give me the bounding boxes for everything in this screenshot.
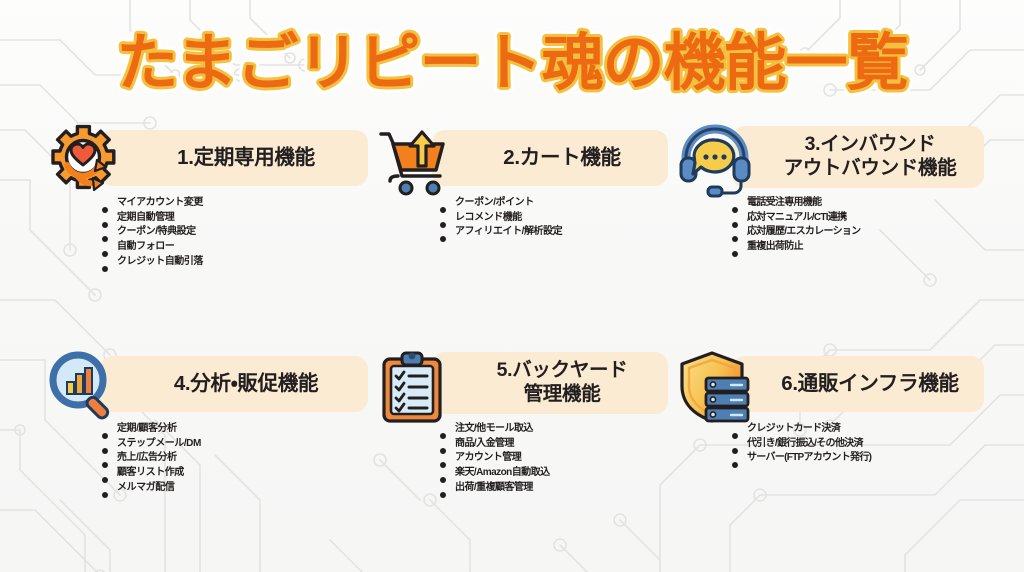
list-item: 応対履歴/エスカレーション — [730, 225, 992, 243]
shield-server-icon — [676, 348, 754, 426]
page-title-text-outline: たまごリピート魂の機能一覧 — [116, 26, 907, 99]
card-title-1: 1.定期専用機能 — [177, 145, 315, 169]
gear-heart-icon — [44, 122, 122, 200]
feature-card-2: 2.カート機能 クーポン/ポイント レコメンド機能 — [376, 122, 676, 334]
list-item: 定期自動管理 — [100, 211, 376, 228]
list-item: 電話受注専用機能 — [730, 196, 992, 213]
page-title: たまごリピート魂の機能一覧 たまごリピート魂の機能一覧 — [0, 14, 1024, 110]
list-item: クーポン/ポイント — [438, 196, 676, 213]
feature-list-2: クーポン/ポイント レコメンド機能 アフィリエイト/解析設定 — [438, 196, 676, 243]
card-header-2: 2.カート機能 — [376, 122, 676, 196]
card-title-2: 2.カート機能 — [503, 145, 621, 169]
headset-chat-icon — [676, 122, 754, 200]
list-item: メルマガ配信 — [100, 481, 376, 498]
card-banner-6: 6.通販インフラ機能 — [732, 356, 984, 412]
clipboard-checklist-icon — [376, 348, 454, 426]
card-banner-4: 4.分析・販促機能 — [100, 356, 368, 412]
list-item: クレジットカード決済 — [730, 422, 992, 439]
card-header-6: 6.通販インフラ機能 — [676, 348, 992, 423]
card-title-5: 5.バックヤード 管理機能 — [496, 359, 628, 405]
list-item: アフィリエイト/解析設定 — [438, 225, 676, 243]
svg-text:たまごリピート魂の機能一覧: たまごリピート魂の機能一覧 — [116, 26, 907, 99]
card-header-5: 5.バックヤード 管理機能 — [376, 348, 676, 423]
magnifier-bar-chart-icon — [44, 348, 122, 426]
card-banner-1: 1.定期専用機能 — [100, 130, 368, 186]
list-item: 応対マニュアル/CTI連携 — [730, 211, 992, 228]
card-banner-3: 3.インバウンド アウトバウンド機能 — [732, 126, 984, 188]
card-title-3: 3.インバウンド アウトバウンド機能 — [783, 133, 957, 179]
list-item: 重複出荷防止 — [730, 240, 992, 257]
list-item: ステップメール/DM — [100, 437, 376, 454]
feature-card-4: 4.分析・販促機能 定期/顧客分析 ステップメール/DM — [44, 348, 376, 560]
card-title-4: 4.分析・販促機能 — [173, 371, 319, 395]
feature-card-3: 3.インバウンド アウトバウンド機能 — [676, 122, 992, 334]
list-item: 代引き/銀行振込/その他決済 — [730, 437, 992, 454]
feature-cards-grid: 1.定期専用機能 — [44, 122, 992, 560]
list-item: 出荷/重複顧客管理 — [438, 481, 676, 498]
card-banner-2: 2.カート機能 — [432, 130, 668, 186]
list-item: 楽天/Amazon自動取込 — [438, 466, 676, 483]
feature-card-5: 5.バックヤード 管理機能 — [376, 348, 676, 560]
list-item: 商品/入金管理 — [438, 437, 676, 454]
feature-list-1: マイアカウント変更 定期自動管理 クーポン/特典設定 自動フォロー クレジット自… — [100, 196, 376, 272]
list-item: クレジット自動引落 — [100, 255, 376, 272]
feature-list-5: 注文/他モール取込 商品/入金管理 アカウント管理 楽天/Amazon自動取込 … — [438, 422, 676, 498]
feature-list-4: 定期/顧客分析 ステップメール/DM 売上/広告分析 顧客リスト作成 メルマガ配… — [100, 422, 376, 498]
feature-card-6: 6.通販インフラ機能 — [676, 348, 992, 560]
list-item: 自動フォロー — [100, 240, 376, 257]
feature-card-1: 1.定期専用機能 — [44, 122, 376, 334]
list-item: レコメンド機能 — [438, 211, 676, 228]
card-banner-5: 5.バックヤード 管理機能 — [432, 352, 668, 414]
card-header-4: 4.分析・販促機能 — [44, 348, 376, 420]
list-item: アカウント管理 — [438, 451, 676, 469]
list-item: 顧客リスト作成 — [100, 466, 376, 483]
card-header-3: 3.インバウンド アウトバウンド機能 — [676, 122, 992, 198]
list-item: クーポン/特典設定 — [100, 225, 376, 243]
list-item: サーバー(FTPアカウント発行) — [730, 451, 992, 469]
list-item: 売上/広告分析 — [100, 451, 376, 469]
feature-list-3: 電話受注専用機能 応対マニュアル/CTI連携 応対履歴/エスカレーション 重複出… — [730, 196, 992, 257]
list-item: 注文/他モール取込 — [438, 422, 676, 439]
card-header-1: 1.定期専用機能 — [44, 122, 376, 194]
list-item: 定期/顧客分析 — [100, 422, 376, 439]
page-title-text: たまごリピート魂の機能一覧 たまごリピート魂の機能一覧 — [110, 20, 914, 105]
list-item: マイアカウント変更 — [100, 196, 376, 213]
shopping-cart-upload-icon — [376, 122, 454, 200]
feature-list-6: クレジットカード決済 代引き/銀行振込/その他決済 サーバー(FTPアカウント発… — [730, 422, 992, 469]
card-title-6: 6.通販インフラ機能 — [781, 371, 959, 395]
